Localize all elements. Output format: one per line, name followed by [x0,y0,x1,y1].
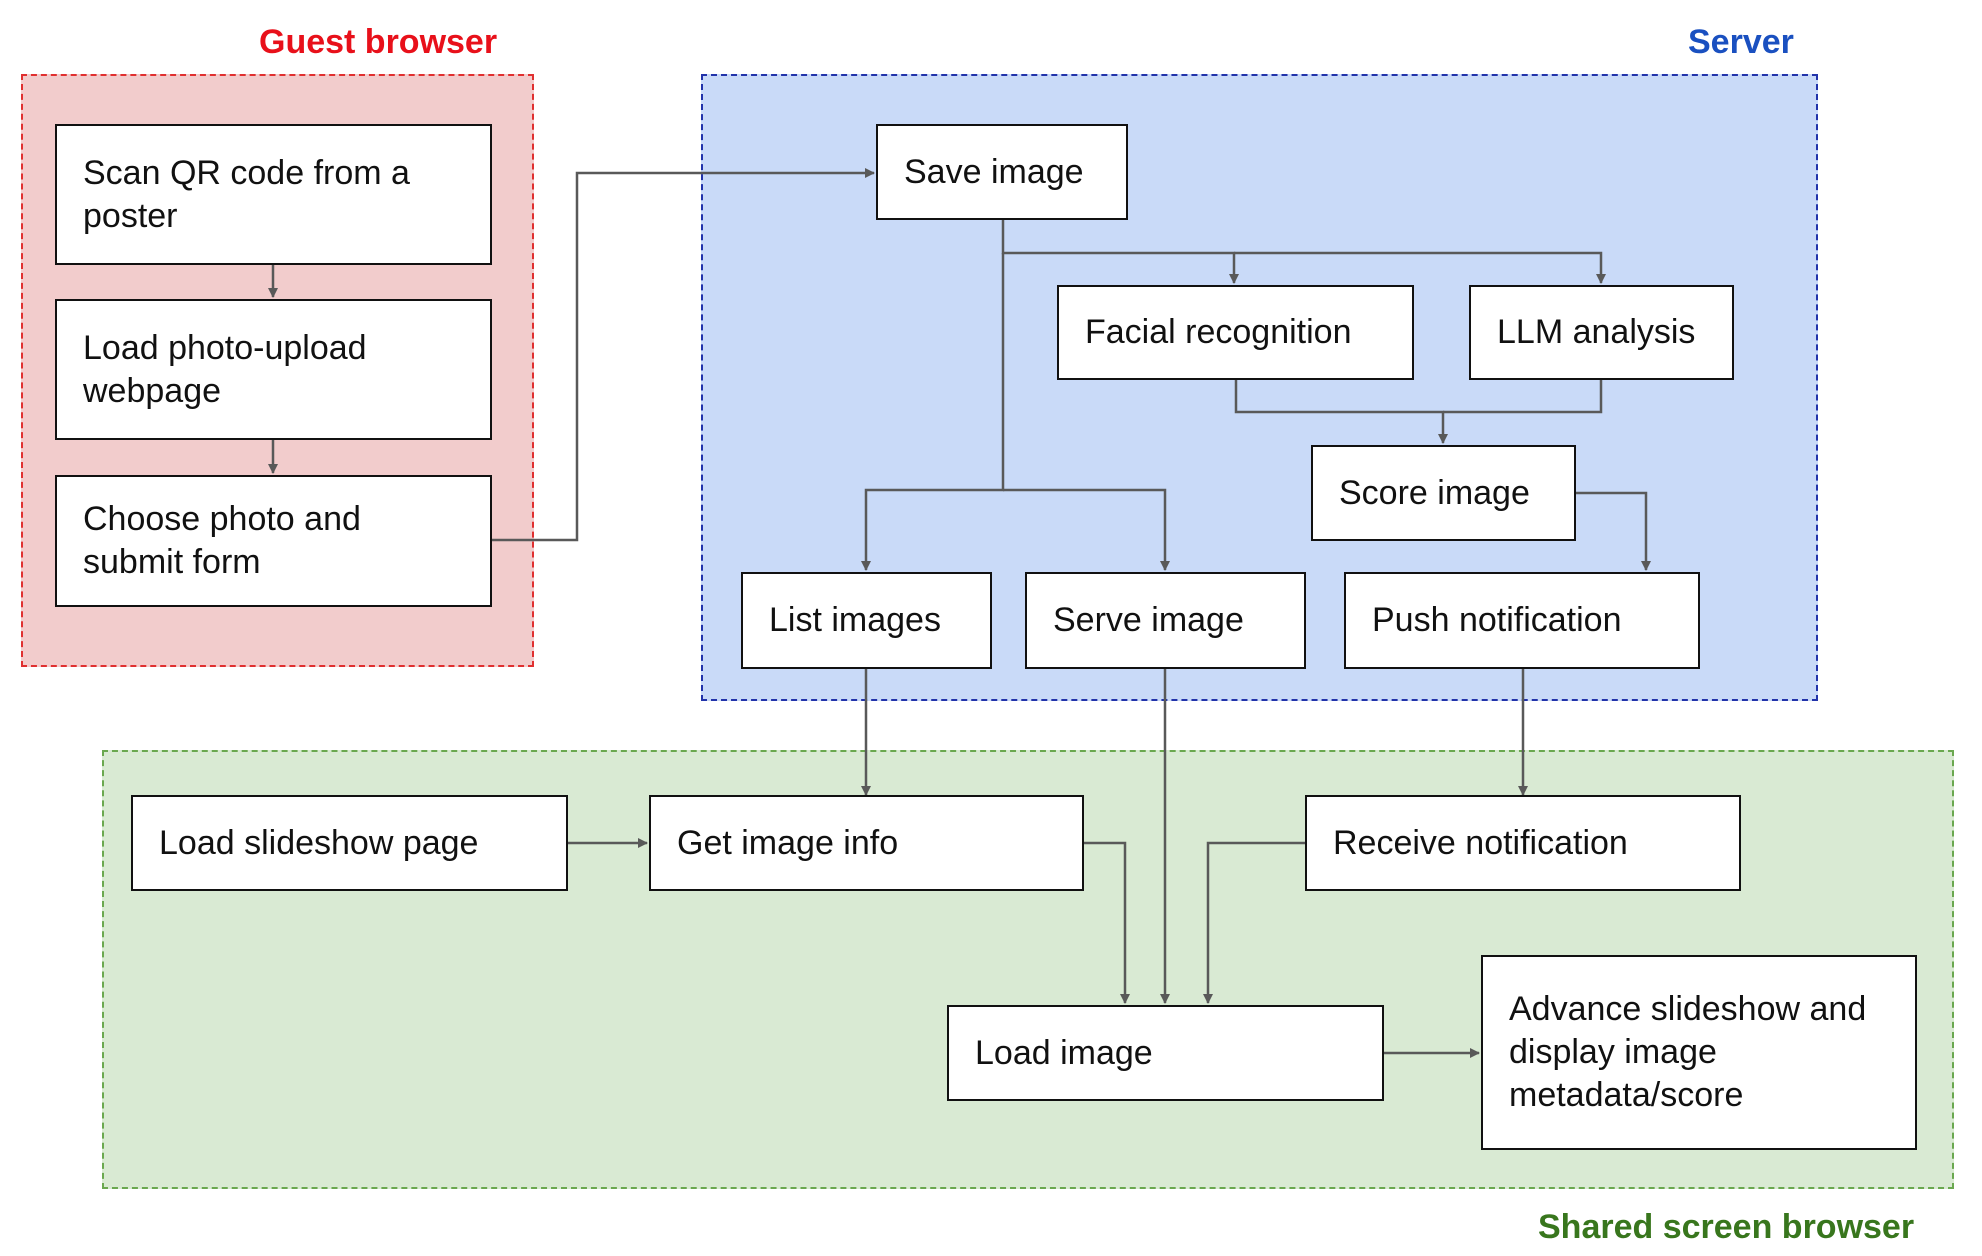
node-facial-recognition: Facial recognition [1057,285,1414,380]
edge-llm-to-score [1443,380,1603,414]
edge-save-to-list-images [861,253,1005,571]
edge-score-to-push [1576,491,1651,571]
node-save-image: Save image [876,124,1128,220]
edge-get-info-to-load-image [1084,841,1130,1004]
node-receive-notification: Receive notification [1305,795,1741,891]
edge-save-to-serve-image [1003,488,1170,571]
node-choose-photo-and-submit: Choose photo and submit form [55,475,492,607]
node-list-images: List images [741,572,992,669]
node-load-photo-upload-webpage: Load photo-upload webpage [55,299,492,440]
edge-choose-to-save-image [492,168,875,542]
node-llm-analysis: LLM analysis [1469,285,1734,380]
node-advance-slideshow: Advance slideshow and display image meta… [1481,955,1917,1150]
node-serve-image: Serve image [1025,572,1306,669]
region-title-shared-screen-browser: Shared screen browser [1538,1208,1915,1246]
region-title-server: Server [1688,23,1794,61]
node-load-slideshow-page: Load slideshow page [131,795,568,891]
node-get-image-info: Get image info [649,795,1084,891]
edge-facial-to-score [1234,380,1448,444]
edge-save-to-facial [1001,220,1239,284]
region-title-guest-browser: Guest browser [259,23,498,61]
node-scan-qr-code: Scan QR code from a poster [55,124,492,265]
node-score-image: Score image [1311,445,1576,541]
node-load-image: Load image [947,1005,1384,1101]
node-push-notification: Push notification [1344,572,1700,669]
edge-receive-to-load-image [1203,841,1305,1004]
edge-save-to-llm [1234,251,1606,284]
